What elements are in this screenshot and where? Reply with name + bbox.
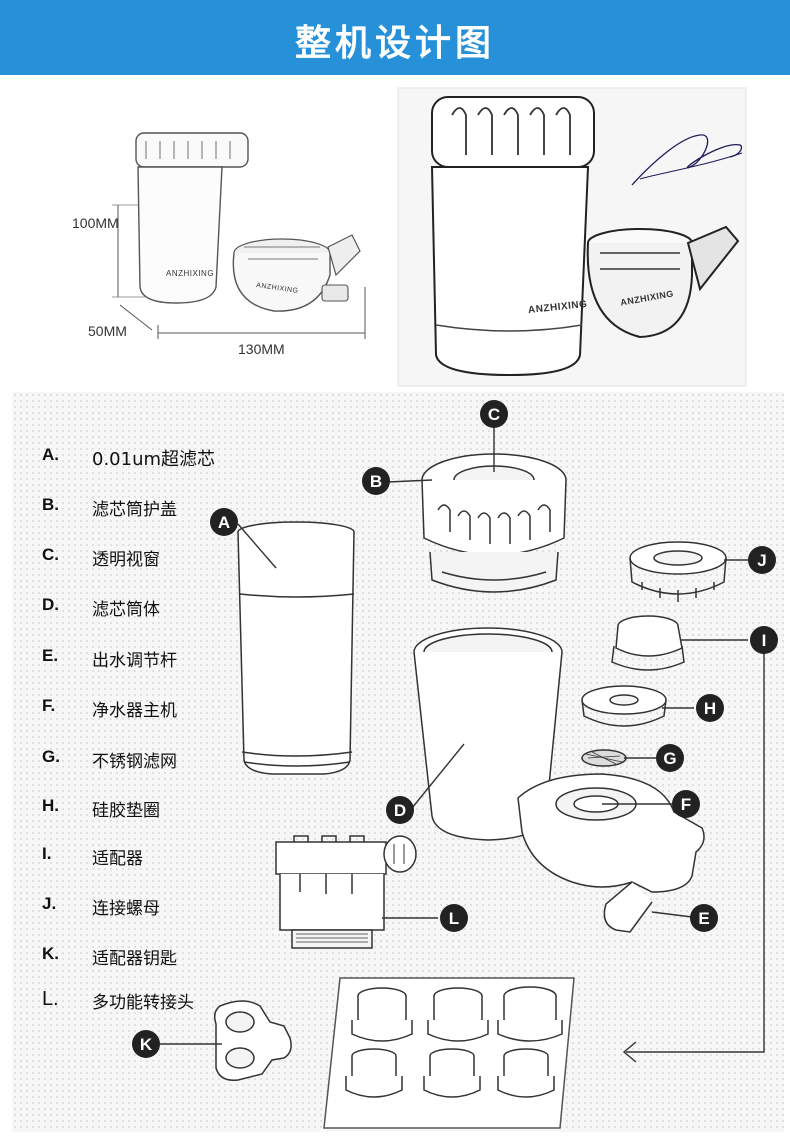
callout-i-label: I: [762, 631, 767, 650]
legend-letter: L.: [42, 988, 59, 1010]
legend-text: 连接螺母: [92, 899, 160, 919]
legend-text: 滤芯筒体: [92, 600, 160, 620]
design-overview: 100MM 50MM 130MM ANZHIXING ANZHIXING ANZ…: [0, 75, 790, 390]
callout-c-label: C: [488, 405, 500, 424]
callout-k-label: K: [140, 1035, 153, 1054]
callout-d: D: [386, 796, 414, 824]
legend-text: 0.01um超滤芯: [92, 449, 216, 470]
legend-text: 多功能转接头: [92, 993, 194, 1013]
dimension-width: 130MM: [238, 341, 285, 357]
legend-letter: H.: [42, 796, 59, 815]
callout-e-label: E: [698, 909, 709, 928]
legend-text: 硅胶垫圈: [92, 801, 160, 821]
cartridge-a: [237, 521, 355, 775]
exploded-parts-drawing: A B C D E F G H: [132, 400, 778, 1129]
callout-a: A: [210, 508, 238, 536]
callout-k: K: [132, 1030, 160, 1058]
legend-letter: D.: [42, 595, 59, 614]
callout-j: J: [748, 546, 776, 574]
callout-g-label: G: [663, 749, 676, 768]
leader-lines: [160, 426, 765, 1063]
threaded-adapters: [345, 986, 563, 1098]
callout-b: B: [362, 467, 390, 495]
callout-l: L: [440, 904, 468, 932]
legend-letter: A.: [42, 445, 59, 464]
callout-f: F: [672, 790, 700, 818]
sketch-brand-label: ANZHIXING: [166, 269, 215, 278]
nut-j: [629, 541, 727, 602]
callout-h-label: H: [704, 699, 716, 718]
exploded-view-panel: A. 0.01um超滤芯 B. 滤芯筒护盖 C. 透明视窗 D. 滤芯筒体 E.…: [12, 392, 784, 1132]
callout-d-label: D: [394, 801, 406, 820]
dimension-height: 100MM: [72, 215, 119, 231]
callout-f-label: F: [681, 795, 691, 814]
legend-letter: C.: [42, 545, 59, 564]
callout-g: G: [656, 744, 684, 772]
legend-text: 出水调节杆: [92, 651, 177, 671]
callout-e: E: [690, 904, 718, 932]
legend-text: 适配器钥匙: [92, 949, 177, 969]
callout-j-label: J: [757, 551, 766, 570]
legend-letter: G.: [42, 747, 60, 766]
callout-l-label: L: [449, 909, 459, 928]
adapter-l: [275, 835, 417, 949]
page-title: 整机设计图: [294, 23, 495, 64]
legend-letter: B.: [42, 495, 59, 514]
legend-text: 净水器主机: [92, 701, 177, 721]
legend-letter: E.: [42, 646, 59, 665]
legend-letter: K.: [42, 944, 59, 963]
callout-c: C: [480, 400, 508, 428]
callout-a-label: A: [218, 513, 230, 532]
legend-text: 透明视窗: [92, 550, 160, 570]
callout-i: I: [750, 626, 778, 654]
legend-letter: I.: [42, 844, 52, 863]
adapter-i: [611, 615, 685, 671]
legend-letter: F.: [42, 696, 56, 715]
cap-bc: [421, 453, 567, 593]
dimension-depth: 50MM: [88, 323, 127, 339]
legend-text: 不锈钢滤网: [92, 752, 177, 772]
callout-h: H: [696, 694, 724, 722]
dimension-sketch: [112, 87, 747, 387]
mesh-g: [581, 749, 627, 767]
legend-letter: J.: [42, 894, 57, 913]
callout-b-label: B: [370, 472, 382, 491]
header-banner: 整机设计图: [0, 0, 790, 75]
gasket-h: [581, 685, 667, 727]
legend-text: 滤芯筒护盖: [92, 500, 177, 520]
key-k: [213, 1000, 292, 1081]
legend-text: 适配器: [92, 849, 143, 869]
